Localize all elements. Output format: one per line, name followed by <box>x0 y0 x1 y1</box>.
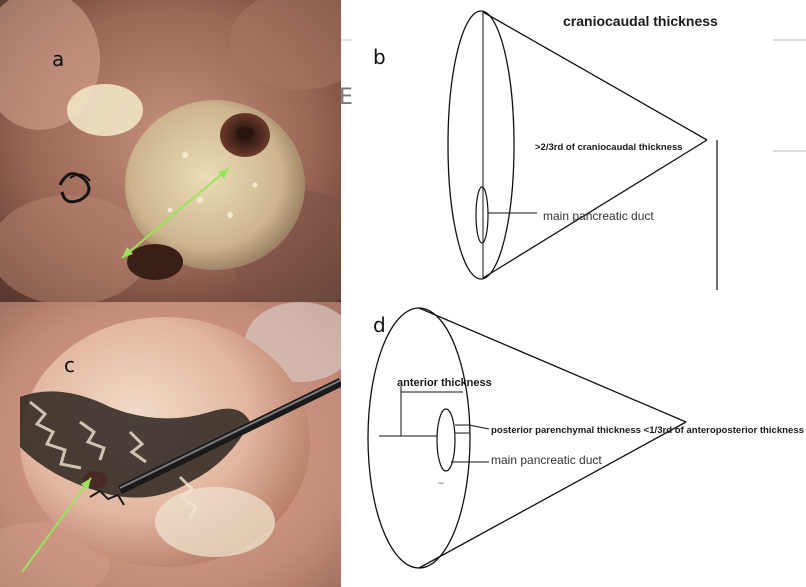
panel-c-photo: c <box>0 302 341 587</box>
panel-d-posterior-pointer <box>469 425 489 429</box>
panel-a-photo: a <box>0 0 341 302</box>
panel-c-letter: c <box>64 353 75 377</box>
panel-b-cone-top-edge <box>483 12 707 140</box>
panel-b-cone-base <box>448 11 514 279</box>
panel-b-duct-ellipse <box>476 187 488 243</box>
panel-d-cone-bottom-edge <box>419 422 686 568</box>
panel-b-diagram: E b craniocaudal thickness >2/3rd of cra… <box>341 0 806 302</box>
panel-d-posterior-label: posterior parenchymal thickness <1/3rd o… <box>491 425 804 436</box>
panel-a-letter: a <box>52 47 64 71</box>
panel-d-cone-top-edge <box>419 308 686 422</box>
panel-d-diagram: ~ d anterior thickness posterior parench… <box>341 302 806 587</box>
panel-b-thickness-label: >2/3rd of craniocaudal thickness <box>535 142 683 153</box>
panel-d-letter: d <box>373 313 386 337</box>
panel-a-image: a <box>0 0 341 302</box>
panel-d-duct-label: main pancreatic duct <box>491 453 602 467</box>
panel-b-title: craniocaudal thickness <box>563 13 718 29</box>
panel-b-svg: E b craniocaudal thickness >2/3rd of cra… <box>341 0 806 302</box>
panel-b-edge-glyph: E <box>341 85 353 110</box>
panel-b-letter: b <box>373 45 386 69</box>
panel-d-small-mark: ~ <box>437 479 445 489</box>
panel-c-image: c <box>0 302 341 587</box>
panel-d-svg: ~ d anterior thickness posterior parench… <box>341 302 806 587</box>
panel-b-duct-label: main pancreatic duct <box>543 209 654 223</box>
panel-d-anterior-label: anterior thickness <box>397 377 492 389</box>
